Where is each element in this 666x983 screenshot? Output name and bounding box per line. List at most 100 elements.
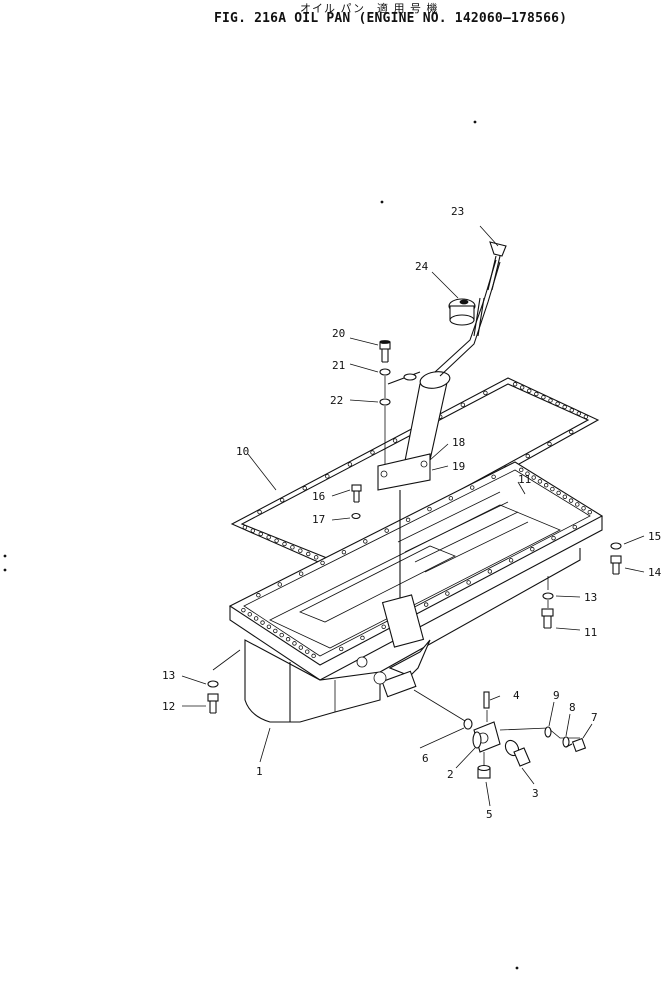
filler-tube-18 — [377, 371, 451, 648]
gasket-bolt-hole — [525, 453, 530, 459]
pan-bolt-hole — [381, 624, 386, 629]
gasket-bolt-hole — [282, 541, 287, 547]
pan-bolt-hole — [525, 471, 530, 476]
speck — [515, 966, 519, 970]
leader-line-12 — [212, 649, 241, 671]
pan-bolt-hole — [448, 496, 454, 501]
pan-bolt-hole — [360, 635, 365, 641]
gasket-bolt-hole — [279, 497, 285, 503]
gasket-bolt-hole — [306, 551, 311, 557]
pan-bolt-hole — [470, 485, 475, 490]
pan-bolt-hole — [568, 498, 574, 503]
callout-18: 18 — [452, 436, 465, 449]
pan-bolt-hole — [339, 646, 344, 652]
callout-14: 14 — [648, 566, 662, 579]
speck — [380, 200, 384, 204]
pan-bolt-hole — [530, 547, 535, 552]
washer-15 — [610, 542, 622, 550]
pin-4 — [483, 691, 490, 709]
pan-bolt-hole — [427, 506, 432, 512]
bolt-20 — [379, 340, 391, 363]
callout-22: 22 — [330, 394, 343, 407]
leader-line-7 — [499, 727, 580, 739]
pan-bolt-hole — [423, 602, 429, 607]
dipstick-23 — [434, 241, 507, 377]
callout-16: 16 — [312, 490, 325, 503]
pan-bolt-hole — [537, 479, 543, 484]
bolt-12 — [207, 693, 219, 714]
pan-bolt-hole — [562, 494, 568, 499]
plug-3 — [504, 739, 531, 767]
drain-plug-5 — [477, 764, 491, 779]
pan-bolt-hole — [341, 549, 347, 555]
pan-bolt-hole — [260, 620, 265, 625]
pan-bolt-hole — [285, 637, 291, 642]
speck — [473, 120, 477, 124]
pan-bolt-hole — [556, 490, 561, 496]
pan-bolt-hole — [292, 641, 297, 646]
bolt-11 — [541, 608, 554, 629]
gasket-bolt-hole — [325, 474, 330, 479]
gasket-bolt-hole — [534, 391, 539, 397]
pan-bolt-hole — [466, 580, 471, 585]
callout-23: 23 — [451, 205, 464, 218]
gasket-bolt-hole — [370, 450, 375, 455]
pan-bolt-hole — [305, 649, 310, 654]
callout-7: 7 — [591, 711, 598, 724]
callout-8: 8 — [569, 701, 576, 714]
callout-9: 9 — [553, 689, 560, 702]
callout-11-top: 11 — [518, 473, 531, 486]
speck — [3, 554, 7, 558]
gasket-bolt-hole — [250, 528, 256, 533]
gasket-bolt-hole — [242, 525, 248, 530]
pan-bolt-hole — [405, 517, 411, 523]
gasket-bolt-hole — [541, 395, 546, 400]
washer-21 — [379, 368, 391, 376]
breather-cap-24 — [448, 298, 476, 326]
seal-9 — [544, 726, 552, 738]
pan-bolt-hole — [277, 582, 282, 587]
pan-bolt-hole — [320, 560, 325, 566]
pan-bolt-hole — [491, 474, 496, 479]
bolt-7 — [565, 737, 587, 753]
clamp — [403, 373, 417, 381]
figure-title: FIG. 216A OIL PAN (ENGINE NO. 142060—178… — [214, 11, 568, 26]
gasket-bolt-hole — [257, 509, 262, 515]
pan-bolt-hole — [581, 506, 586, 511]
callout-20: 20 — [332, 327, 345, 340]
gasket-bolt-hole — [302, 486, 307, 491]
gasket-bolt-hole — [298, 548, 303, 553]
callout-13-left: 13 — [162, 669, 175, 682]
callout-15: 15 — [648, 530, 661, 543]
bolt-16 — [351, 484, 362, 503]
pan-bolt-hole — [508, 558, 514, 563]
gasket-bolt-hole — [483, 390, 488, 396]
pan-bolt-hole — [311, 653, 316, 659]
pan-bolt-hole — [531, 475, 536, 480]
gasket-bolt-hole — [290, 545, 295, 550]
gasket-bolt-hole — [519, 385, 525, 390]
callout-11-right: 11 — [584, 626, 597, 639]
label-leaders — [181, 225, 645, 807]
callout-3: 3 — [532, 787, 539, 800]
pan-bolt-hole — [253, 616, 259, 621]
pan-bolt-hole — [363, 539, 368, 544]
bolt-14 — [610, 555, 622, 575]
pan-bolt-hole — [487, 569, 493, 574]
callout-19: 19 — [452, 460, 465, 473]
washer-17 — [351, 512, 361, 520]
gasket-bolt-hole — [576, 411, 582, 416]
callout-12: 12 — [162, 700, 175, 713]
gasket-bolt-hole — [547, 441, 552, 447]
gasket-bolt-hole — [512, 382, 518, 387]
pan-bolt-hole — [247, 612, 252, 617]
gasket-bolt-hole — [569, 408, 574, 413]
pan-bolt-hole — [279, 632, 284, 638]
pan-bolt-hole — [587, 509, 592, 515]
pan-bolt-hole — [256, 593, 261, 598]
pan-bolt-hole — [298, 645, 304, 650]
gasket-bolt-hole — [266, 535, 271, 540]
gasket-bolt-hole — [313, 555, 319, 560]
